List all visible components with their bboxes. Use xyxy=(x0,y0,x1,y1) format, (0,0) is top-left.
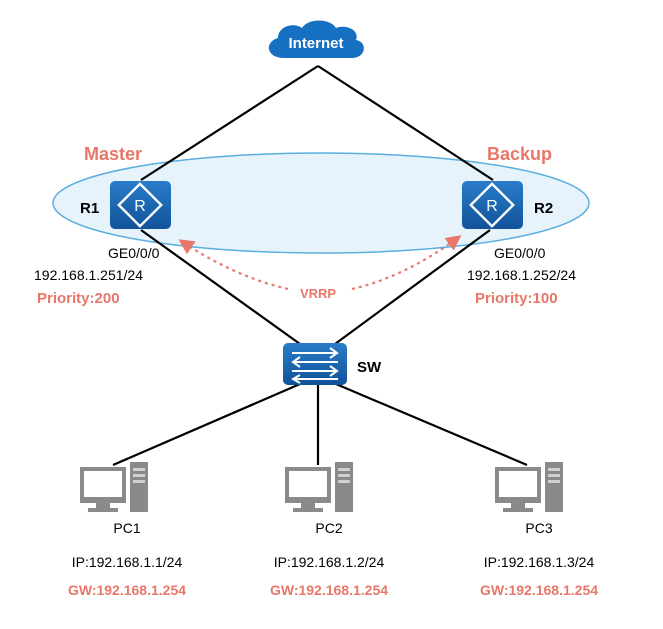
link-switch-pc3 xyxy=(335,382,528,467)
r2-ip: 192.168.1.252/24 xyxy=(467,267,576,283)
r1-priority: Priority:200 xyxy=(37,290,120,307)
r1-port: GE0/0/0 xyxy=(108,245,160,261)
pc2-gw: GW:192.168.1.254 xyxy=(270,582,388,598)
r1-role: Master xyxy=(84,144,142,164)
pc1-ip: IP:192.168.1.1/24 xyxy=(72,554,183,570)
pc-1 xyxy=(80,462,148,512)
internet-cloud: Internet xyxy=(268,20,364,58)
router-icon xyxy=(462,181,523,229)
switch-name: SW xyxy=(357,359,382,376)
switch-sw xyxy=(283,343,347,385)
pc1-name: PC1 xyxy=(113,520,140,536)
pc-3 xyxy=(495,462,563,512)
vrrp-arrow-to-r1 xyxy=(178,239,289,291)
pc3-gw: GW:192.168.1.254 xyxy=(480,582,598,598)
vrrp-group-ellipse xyxy=(52,152,590,254)
pc3-ip: IP:192.168.1.3/24 xyxy=(484,554,595,570)
pc2-ip: IP:192.168.1.2/24 xyxy=(274,554,385,570)
router-r1: R xyxy=(110,181,171,229)
svg-text:R: R xyxy=(486,198,498,215)
r2-name: R2 xyxy=(534,200,553,217)
r2-role: Backup xyxy=(487,144,552,164)
link-internet-r2 xyxy=(317,65,494,181)
pc1-gw: GW:192.168.1.254 xyxy=(68,582,186,598)
r2-port: GE0/0/0 xyxy=(494,245,546,261)
link-r2-switch xyxy=(334,229,491,345)
cloud-icon xyxy=(268,20,364,58)
pc2-name: PC2 xyxy=(315,520,342,536)
r2-priority: Priority:100 xyxy=(475,290,558,307)
pc-icon xyxy=(80,462,148,512)
router-icon xyxy=(110,181,171,229)
internet-label: Internet xyxy=(288,35,343,52)
r1-ip: 192.168.1.251/24 xyxy=(34,267,143,283)
network-links xyxy=(112,65,528,467)
vrrp-label: VRRP xyxy=(300,286,336,301)
pc-icon xyxy=(285,462,353,512)
svg-text:R: R xyxy=(134,198,146,215)
r1-name: R1 xyxy=(80,200,99,217)
pc3-name: PC3 xyxy=(525,520,552,536)
pc-icon xyxy=(495,462,563,512)
link-switch-pc1 xyxy=(112,382,301,467)
router-r2: R xyxy=(462,181,523,229)
vrrp-arrow-to-r2 xyxy=(351,235,462,291)
link-internet-r1 xyxy=(140,65,319,181)
link-r1-switch xyxy=(140,229,301,345)
pc-2 xyxy=(285,462,353,512)
